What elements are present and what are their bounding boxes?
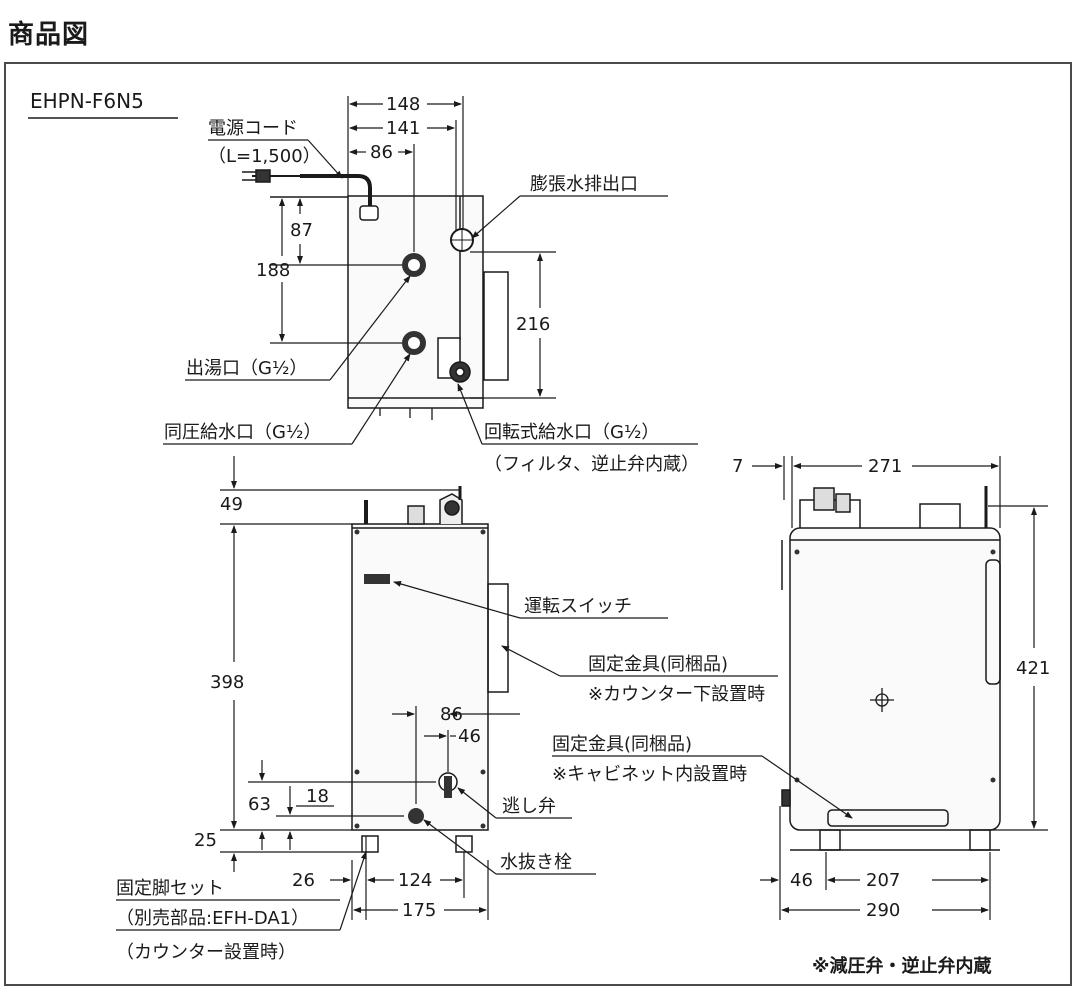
dim-26: 26 — [292, 870, 315, 891]
model-name: EHPN-F6N5 — [30, 89, 144, 113]
leg-set-note: （カウンター設置時） — [116, 942, 296, 963]
power-cord-length: （L=1,500） — [208, 146, 321, 167]
leg-set-part: （別売部品:EFH-DA1） — [116, 908, 309, 929]
dim-271: 271 — [868, 456, 902, 477]
rotary-inlet-fitting — [437, 337, 471, 383]
drawing-frame — [4, 62, 1072, 986]
dim-49: 49 — [220, 494, 243, 515]
dim-290: 290 — [866, 900, 900, 921]
dim-86-mid: 86 — [440, 704, 463, 725]
bracket1-note: ※カウンター下設置時 — [588, 684, 765, 705]
dim-7: 7 — [732, 456, 743, 477]
dim-421: 421 — [1016, 658, 1050, 679]
dim-25: 25 — [194, 830, 217, 851]
hot-outlet-label: 出湯口（G½） — [186, 358, 307, 379]
top-view — [242, 169, 509, 409]
leg-set-label: 固定脚セット — [116, 878, 224, 899]
drain-plug-label: 水抜き栓 — [500, 852, 572, 873]
rotary-inlet-label: 回転式給水口（G½） — [484, 422, 659, 443]
dim-124: 124 — [398, 870, 432, 891]
dim-63: 63 — [248, 794, 271, 815]
dim-18: 18 — [306, 786, 329, 807]
side-view — [781, 486, 1001, 851]
dim-188: 188 — [256, 260, 290, 281]
relief-valve-label: 逃し弁 — [502, 796, 556, 817]
relief-valve — [438, 772, 458, 798]
dim-175: 175 — [402, 900, 436, 921]
bracket2-note: ※キャビネット内設置時 — [552, 764, 747, 785]
front-view — [351, 486, 509, 853]
same-pressure-inlet-fitting — [402, 331, 426, 355]
hot-outlet-fitting — [402, 253, 426, 277]
dim-398: 398 — [210, 672, 244, 693]
dim-141: 141 — [386, 118, 420, 139]
dim-148: 148 — [386, 94, 420, 115]
power-cord-label: 電源コード — [208, 118, 298, 139]
footnote: ※減圧弁・逆止弁内蔵 — [812, 955, 992, 977]
drain-plug — [408, 808, 424, 824]
rotary-inlet-note: （フィルタ、逆止弁内蔵） — [484, 454, 699, 475]
bracket1-label: 固定金具(同梱品) — [588, 654, 728, 675]
center-mark — [870, 688, 894, 712]
operation-switch-label: 運転スイッチ — [524, 596, 632, 617]
page-title: 商品図 — [8, 20, 90, 50]
dim-87: 87 — [290, 220, 313, 241]
dim-46-bot: 46 — [790, 870, 813, 891]
dim-46-mid: 46 — [458, 726, 481, 747]
dim-207: 207 — [866, 870, 900, 891]
bracket2-label: 固定金具(同梱品) — [552, 734, 692, 755]
dim-216: 216 — [516, 314, 550, 335]
dim-86-top: 86 — [370, 142, 393, 163]
operation-switch — [364, 574, 390, 584]
expansion-outlet-fitting — [450, 228, 474, 252]
expansion-outlet-label: 膨張水排出口 — [530, 174, 638, 195]
same-pressure-inlet-label: 同圧給水口（G½） — [164, 422, 321, 443]
